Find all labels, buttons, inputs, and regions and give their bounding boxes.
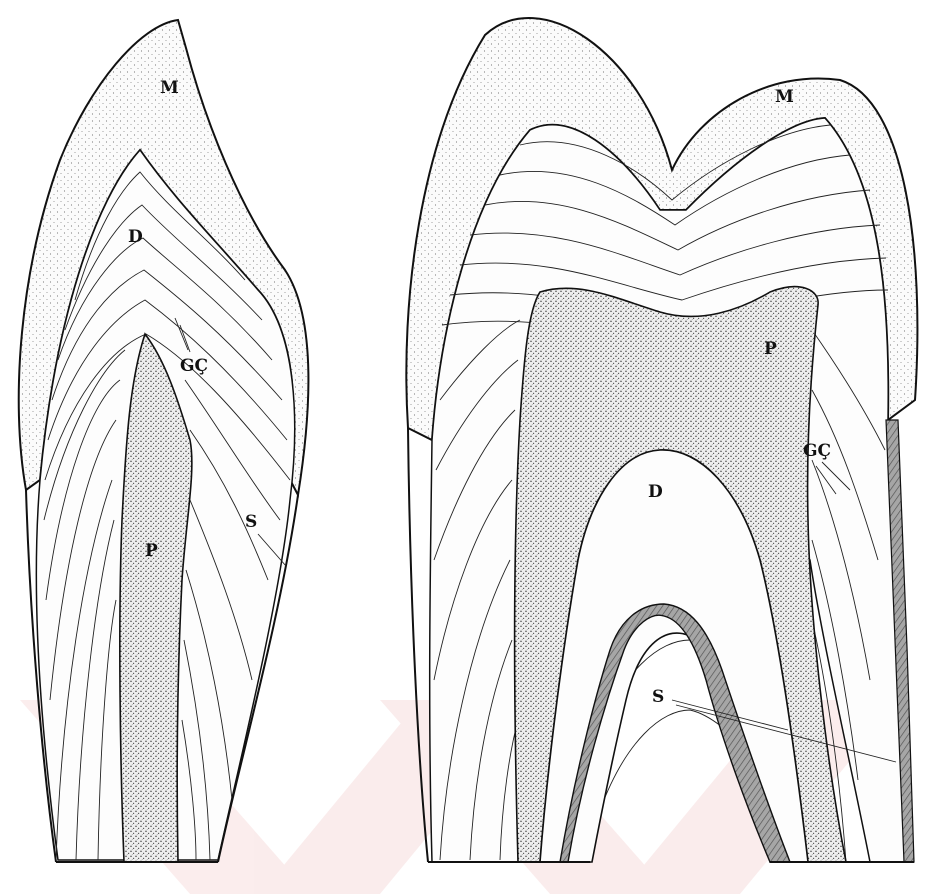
left-label-cementum: S — [245, 512, 257, 532]
right-label-dentin: D — [648, 482, 663, 502]
left-label-pulp: P — [145, 541, 158, 561]
right-label-growth-lines: GÇ — [803, 441, 831, 461]
right-label-enamel: M — [775, 87, 794, 107]
right-label-pulp: P — [764, 339, 777, 359]
left-label-growth-lines: GÇ — [180, 356, 208, 376]
left-label-dentin: D — [128, 227, 143, 247]
right-label-cementum: S — [652, 687, 664, 707]
left-label-enamel: M — [160, 78, 179, 98]
left-tooth: M D GÇ S P — [19, 20, 309, 862]
